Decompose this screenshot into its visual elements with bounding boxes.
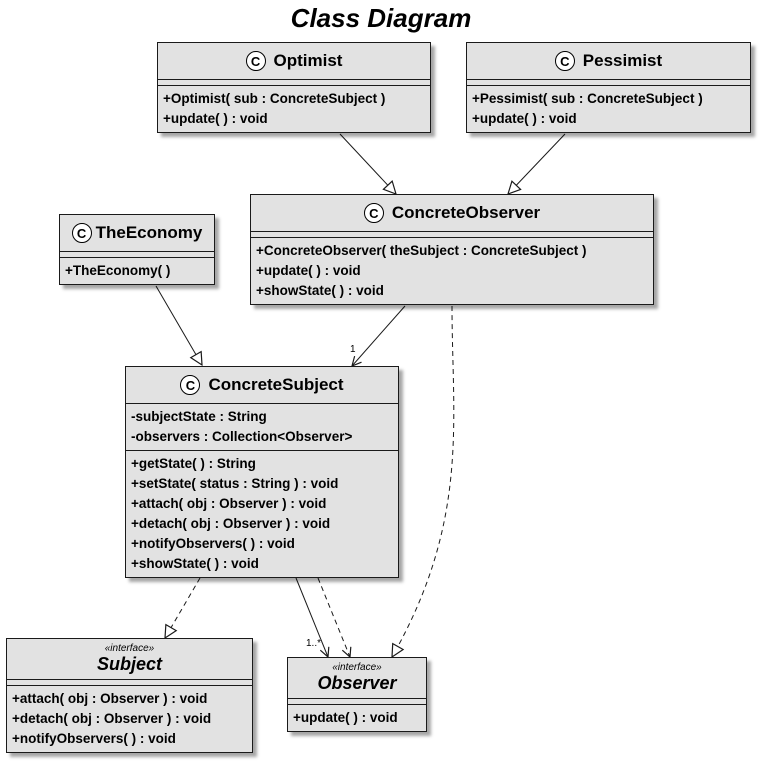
class-badge-icon: C [180,375,201,395]
interface-header: «interface» Observer [288,658,426,698]
operation: +update( ) : void [163,111,268,126]
generalization-theeconomy-concretesubject [155,285,202,365]
realization-concreteobserver-observer [392,305,455,657]
attributes-section [467,79,750,85]
operations-section: +TheEconomy( ) [60,257,214,284]
operation: +update( ) : void [256,263,361,278]
diagram-title: Class Diagram [290,3,472,33]
generalization-optimist-concreteobserver [339,133,396,194]
class-optimist[interactable]: C Optimist +Optimist( sub : ConcreteSubj… [157,42,431,133]
operations-section: +getState( ) : String +setState( status … [126,450,398,577]
class-header: C ConcreteObserver [251,195,653,231]
class-badge-icon: C [245,51,266,71]
multiplicity-label-subject: 1 [350,344,356,355]
realization-concretesubject-subject [165,577,201,638]
operations-section: +Optimist( sub : ConcreteSubject ) +upda… [158,85,430,132]
operation: +TheEconomy( ) [65,263,171,278]
class-name: Optimist [273,51,343,70]
class-concrete-observer[interactable]: C ConcreteObserver +ConcreteObserver( th… [250,194,654,305]
class-concrete-subject[interactable]: C ConcreteSubject -subjectState : String… [125,366,399,578]
class-the-economy[interactable]: C TheEconomy +TheEconomy( ) [59,214,215,285]
attribute: -observers : Collection<Observer> [131,429,353,444]
stereotype-label: «interface» [332,662,382,673]
attributes-section [7,679,252,685]
operation: +attach( obj : Observer ) : void [131,496,327,511]
class-header: C Pessimist [467,43,750,79]
operation: +detach( obj : Observer ) : void [131,516,331,531]
operation: +setState( status : String ) : void [131,476,339,491]
generalization-pessimist-concreteobserver [508,133,566,194]
class-header: C TheEconomy [60,215,214,251]
operation: +notifyObservers( ) : void [131,536,295,551]
operation: +Pessimist( sub : ConcreteSubject ) [472,91,703,106]
interface-subject[interactable]: «interface» Subject +attach( obj : Obser… [6,638,253,753]
association-concretesubject-observer [295,577,328,657]
attributes-section [251,231,653,237]
operation: +ConcreteObserver( theSubject : Concrete… [256,243,587,258]
operation: +showState( ) : void [131,556,259,571]
attributes-section [158,79,430,85]
interface-name: Observer [317,673,397,693]
attributes-section: -subjectState : String -observers : Coll… [126,403,398,450]
class-name: ConcreteSubject [208,375,344,394]
interface-name: Subject [96,654,162,674]
operation: +attach( obj : Observer ) : void [12,691,208,706]
class-header: C ConcreteSubject [126,367,398,403]
operation: +update( ) : void [293,710,398,725]
operations-section: +attach( obj : Observer ) : void +detach… [7,685,252,752]
class-name: Pessimist [582,51,663,70]
operation: +showState( ) : void [256,283,384,298]
class-badge-icon: C [363,203,384,223]
class-badge-icon: C [71,223,92,243]
multiplicity-label-observers: 1..* [306,638,322,649]
operation: +notifyObservers( ) : void [12,731,176,746]
attribute: -subjectState : String [131,409,267,424]
operations-section: +Pessimist( sub : ConcreteSubject ) +upd… [467,85,750,132]
interface-header: «interface» Subject [7,639,252,679]
stereotype-label: «interface» [104,643,155,654]
operation: +detach( obj : Observer ) : void [12,711,212,726]
operation: +getState( ) : String [131,456,256,471]
operations-section: +update( ) : void [288,704,426,731]
attributes-section [60,251,214,257]
operation: +update( ) : void [472,111,577,126]
interface-observer[interactable]: «interface» Observer +update( ) : void [287,657,427,732]
class-badge-icon: C [554,51,575,71]
operation: +Optimist( sub : ConcreteSubject ) [163,91,386,106]
class-name: ConcreteObserver [391,203,541,222]
class-header: C Optimist [158,43,430,79]
attributes-section [288,698,426,704]
class-pessimist[interactable]: C Pessimist +Pessimist( sub : ConcreteSu… [466,42,751,133]
operations-section: +ConcreteObserver( theSubject : Concrete… [251,237,653,304]
class-name: TheEconomy [95,223,203,242]
association-concreteobserver-concretesubject [352,305,406,366]
